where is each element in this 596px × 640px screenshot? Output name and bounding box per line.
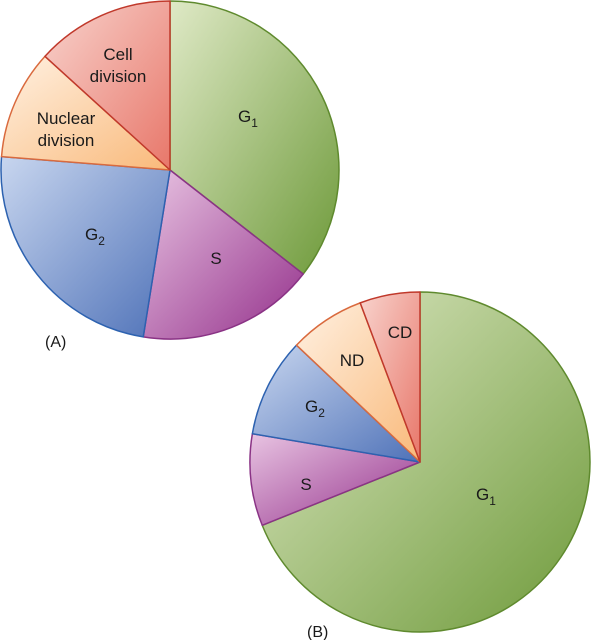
panel-label-a: (A)	[45, 334, 66, 351]
pie-slice-s	[142, 169, 304, 340]
pie-slice-nd	[0, 55, 171, 171]
pie-slice-g1	[169, 0, 340, 275]
slice-label-g2: G2	[85, 225, 105, 248]
slice-label-cd: CD	[388, 323, 413, 342]
pie-slice-cd	[44, 0, 171, 171]
slice-label-g1: G1	[238, 107, 258, 130]
pie-chart-b: G1 S G2 ND CD	[249, 291, 591, 633]
pie-slice-g1	[261, 291, 591, 633]
pie-slice-s	[249, 432, 421, 527]
slice-label-g2: G2	[305, 397, 325, 420]
slice-label-nd: ND	[340, 351, 365, 370]
pie-slice-cd	[359, 291, 421, 463]
slice-label-s: S	[300, 475, 311, 494]
panel-label-b: (B)	[307, 624, 328, 640]
pie-slice-g2	[0, 155, 171, 338]
slice-label-g1: G1	[476, 485, 496, 508]
pie-slice-g2	[251, 344, 421, 463]
slice-label-s: S	[210, 249, 221, 268]
